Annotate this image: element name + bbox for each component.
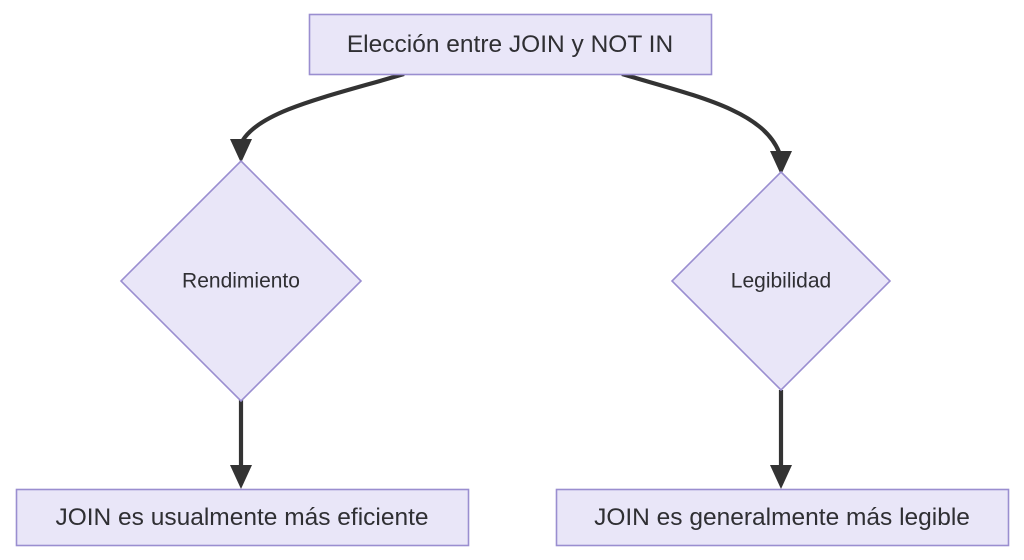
edge-group [230, 71, 792, 489]
node-rendimiento-shape[interactable] [119, 159, 363, 403]
node-legibilidad-shape[interactable] [670, 170, 892, 392]
node-legible-shape[interactable] [555, 488, 1010, 547]
edge-root-to-rendimiento [241, 71, 405, 142]
arrowhead-legibilidad-to-legible [770, 465, 792, 489]
edge-root-to-legibilidad [621, 71, 781, 153]
arrowhead-rendimiento-to-eficiente [230, 465, 252, 489]
arrowhead-root-to-rendimiento [230, 139, 252, 163]
node-eficiente-shape[interactable] [15, 488, 470, 547]
node-shape-group [15, 13, 1010, 547]
node-root-shape[interactable] [308, 13, 713, 76]
arrowhead-root-to-legibilidad [770, 151, 792, 175]
